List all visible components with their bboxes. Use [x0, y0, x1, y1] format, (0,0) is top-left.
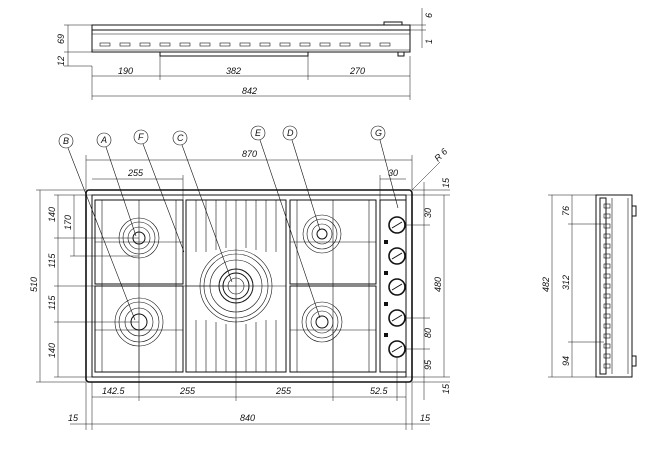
dim-left-115a: 115: [47, 253, 57, 268]
burner-E: [301, 301, 343, 343]
dim-bottom-52.5: 52.5: [370, 386, 389, 396]
dim-top-190: 190: [118, 66, 133, 76]
hob-body-elevation: [91, 29, 411, 53]
indicator-4: [384, 333, 388, 337]
side-vents: [603, 203, 611, 369]
hob-top-edge: [91, 24, 411, 31]
dim-bottom-255b: 255: [275, 386, 292, 396]
dim-left-170: 170: [63, 215, 73, 230]
knob-1: [388, 216, 406, 234]
callout-F: F: [138, 132, 144, 142]
dim-right-15a: 15: [441, 177, 451, 188]
dim-left-115b: 115: [47, 295, 57, 310]
control-panel: [379, 199, 407, 373]
callout-D: D: [287, 128, 294, 138]
dim-right-15b: 15: [441, 383, 451, 394]
dim-bottom-255a: 255: [179, 386, 196, 396]
dim-bottom-840: 840: [240, 413, 255, 423]
dim-right-30: 30: [423, 208, 433, 218]
dim-left-140a: 140: [47, 207, 57, 222]
side-view: 482 76 312 94: [541, 194, 637, 378]
vent-slots: [99, 42, 391, 47]
dim-side-76: 76: [561, 206, 571, 216]
burner-D: [302, 214, 342, 254]
knob-top: [383, 21, 403, 26]
connector: [397, 51, 405, 57]
callout-B: B: [63, 136, 69, 146]
indicator-2: [384, 271, 388, 275]
dim-870: 870: [242, 149, 257, 159]
dim-top-6: 6: [424, 13, 434, 18]
dim-side-482: 482: [541, 277, 551, 292]
dim-left-140b: 140: [47, 343, 57, 358]
dim-top-1: 1: [424, 39, 434, 44]
dim-right-480: 480: [433, 277, 443, 292]
knob-4: [388, 309, 406, 327]
side-body: [595, 194, 633, 378]
callout-E: E: [255, 128, 262, 138]
callout-G: G: [375, 128, 382, 138]
right-grate: [289, 199, 377, 373]
dim-right-80: 80: [423, 328, 433, 338]
dim-top-842: 842: [242, 86, 257, 96]
dim-510: 510: [29, 277, 39, 292]
callout-C: C: [177, 133, 184, 143]
dim-right-95: 95: [423, 359, 433, 370]
callouts: B A F C E D G: [58, 125, 399, 321]
knob-3: [388, 278, 406, 296]
dim-bottom-15b: 15: [420, 413, 431, 423]
top-view: 69 12 6 1 190 382 270 842: [56, 8, 434, 100]
dim-side-312: 312: [561, 275, 571, 290]
dim-bottom-15a: 15: [68, 413, 79, 423]
dim-top-69: 69: [56, 34, 66, 44]
dim-top-382: 382: [226, 66, 241, 76]
dim-top-270: 270: [349, 66, 365, 76]
gas-pipe: [159, 51, 309, 57]
knob-2: [388, 247, 406, 265]
dim-255-top: 255: [127, 168, 144, 178]
dim-bottom-142.5: 142.5: [102, 386, 126, 396]
dim-top-12: 12: [56, 56, 66, 66]
knob-5: [388, 340, 406, 358]
front-view: B A F C E D G 870 255 30 R 6: [29, 125, 451, 430]
dim-30-top: 30: [388, 168, 398, 178]
dim-side-94: 94: [561, 356, 571, 366]
callout-A: A: [100, 135, 107, 145]
indicator-1: [384, 240, 388, 244]
indicator-3: [384, 302, 388, 306]
dim-radius: R 6: [432, 146, 449, 163]
